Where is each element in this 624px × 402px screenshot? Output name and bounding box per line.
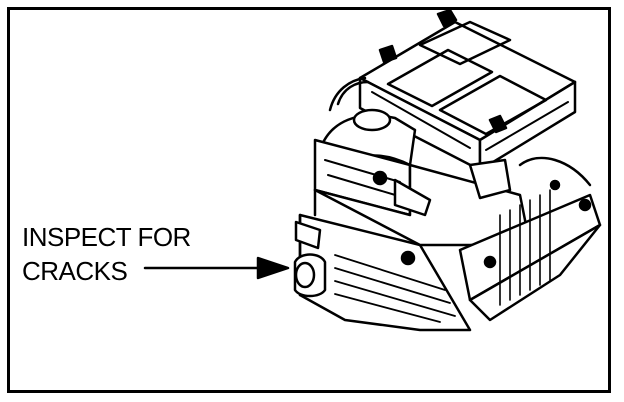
inspect-callout: INSPECT FOR CRACKS <box>22 220 191 288</box>
inlet-spout <box>293 220 327 298</box>
callout-line-2: CRACKS <box>22 256 128 286</box>
top-cover <box>358 20 577 172</box>
top-clips <box>378 8 508 134</box>
callout-arrow <box>143 256 290 280</box>
main-case <box>298 138 602 332</box>
callout-line-1: INSPECT FOR <box>22 222 191 252</box>
fasteners <box>372 156 592 269</box>
